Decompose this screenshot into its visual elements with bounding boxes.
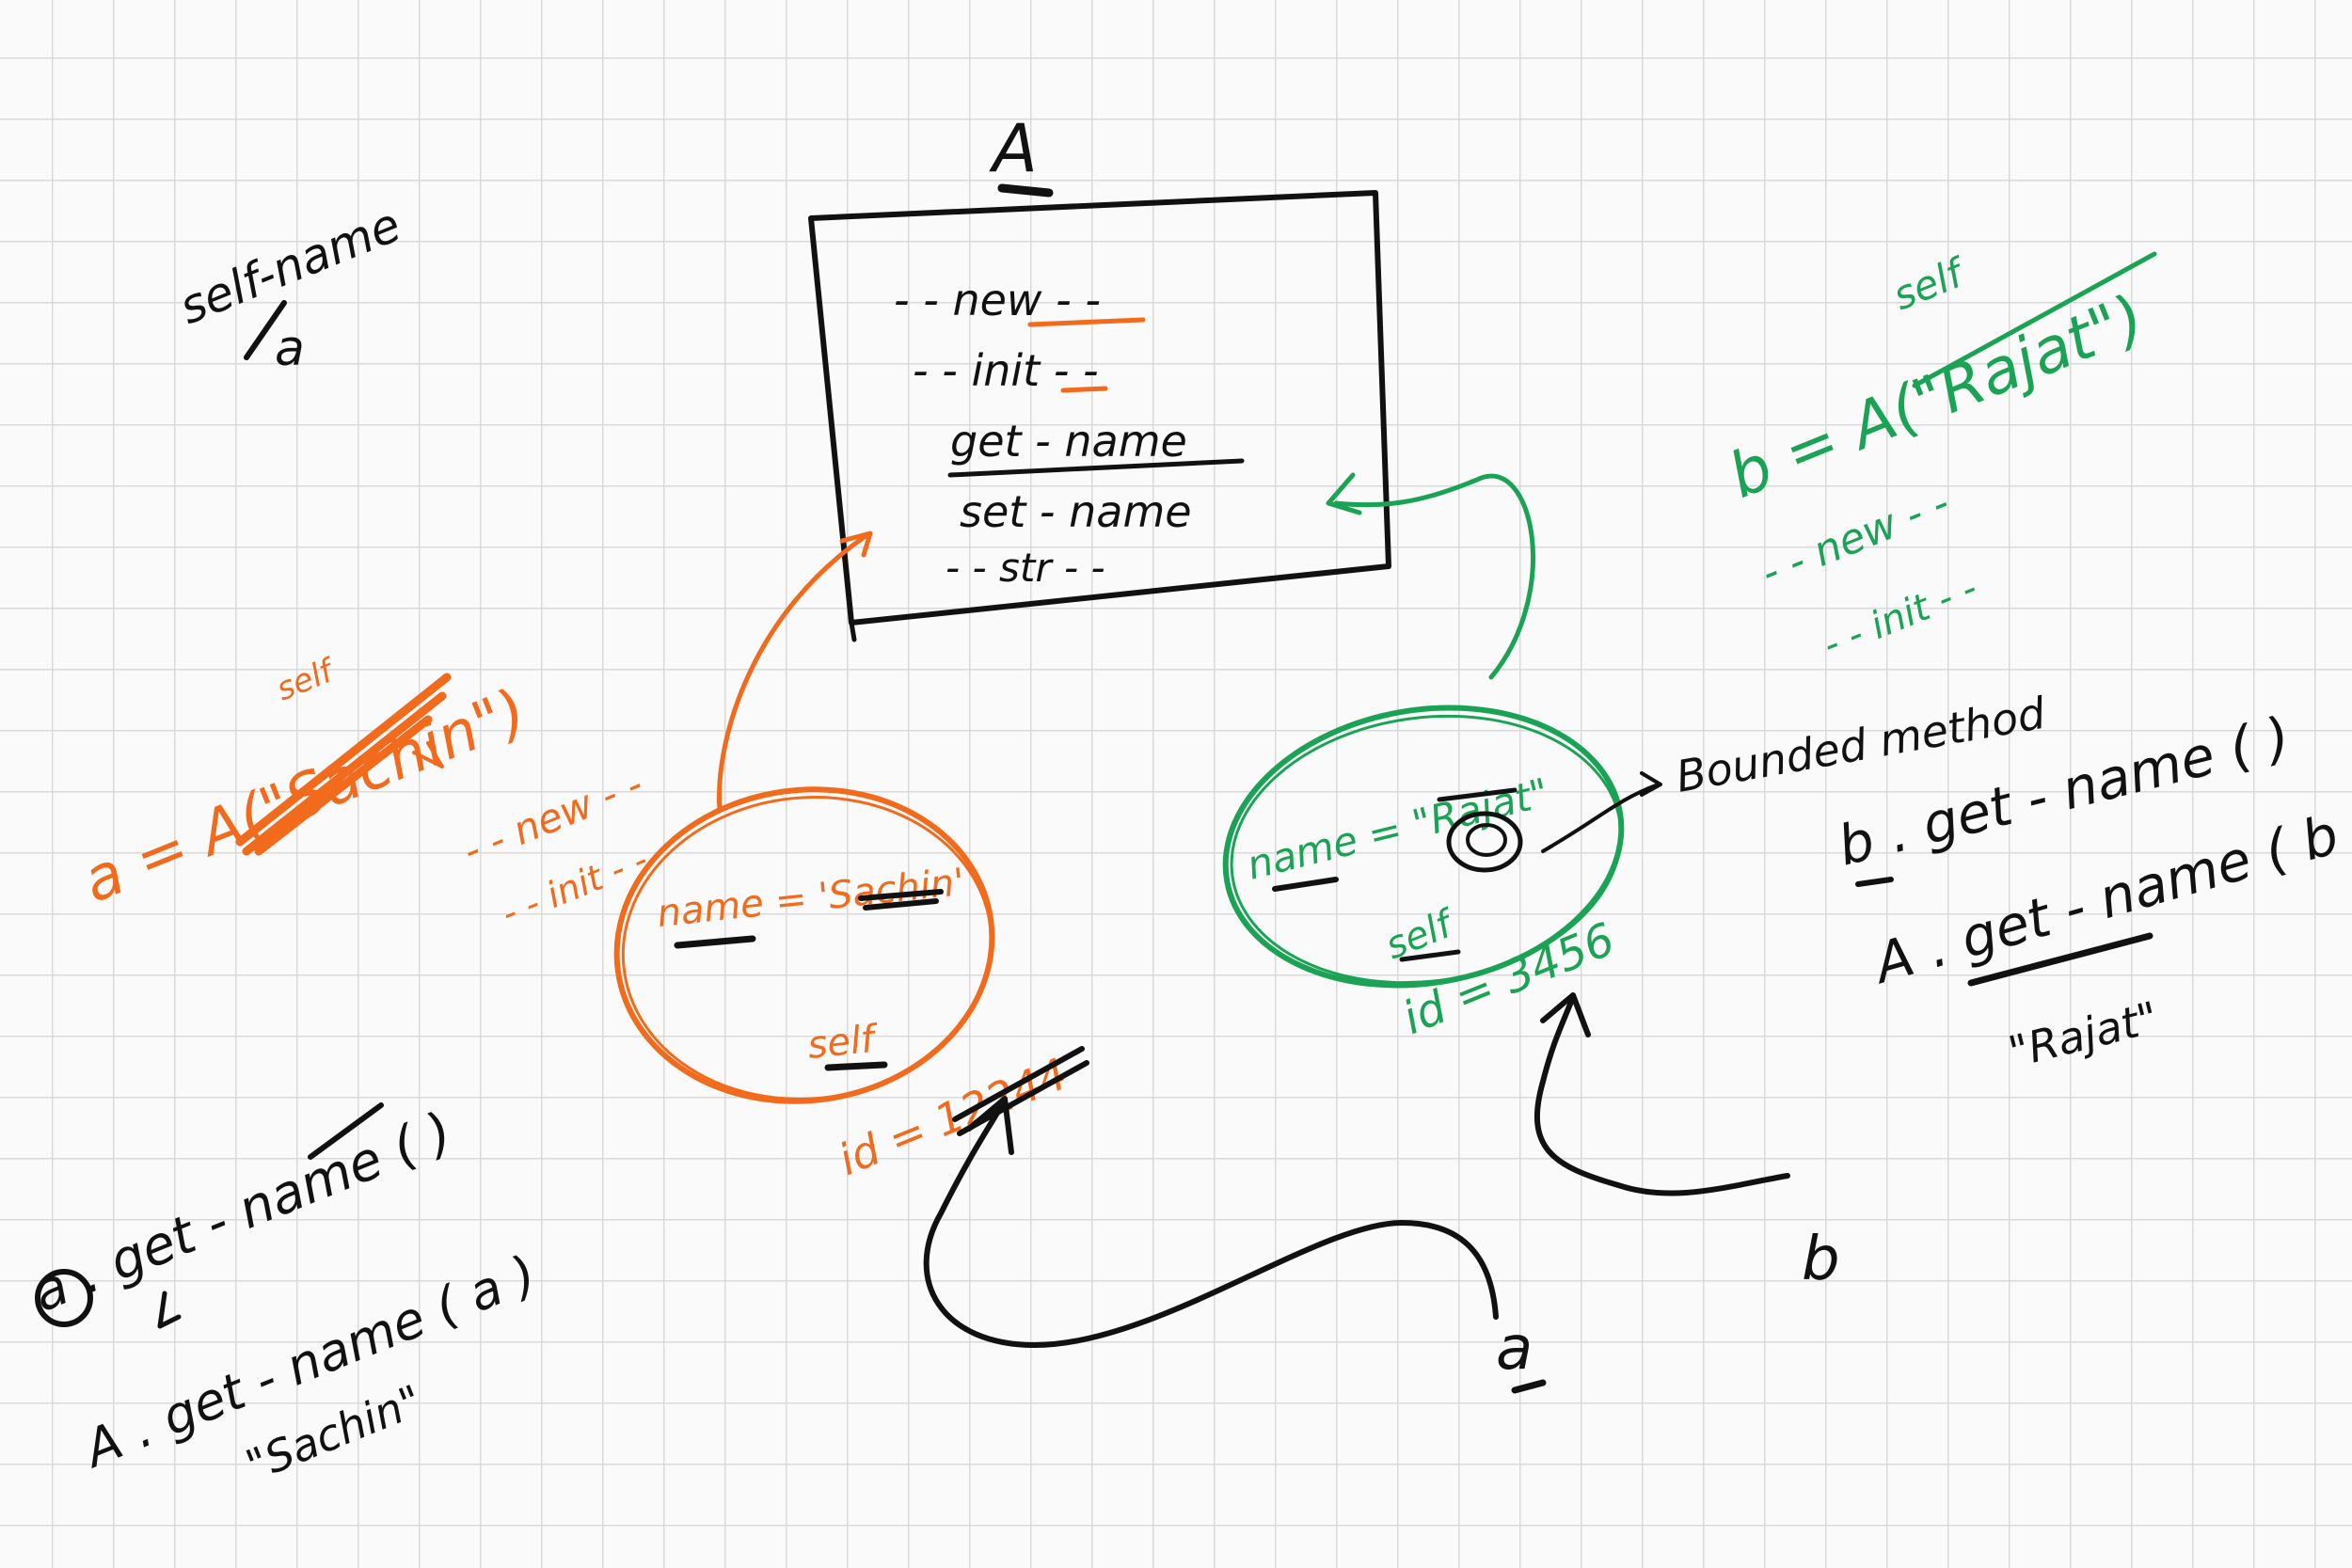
- object-a-self-label: self: [271, 651, 342, 708]
- object-b-circle-2: [1230, 714, 1623, 985]
- class-title: A: [989, 110, 1038, 187]
- object-a-constructor: a = A("Sachin"): [73, 676, 535, 917]
- bound-method-arrowhead: [1640, 771, 1662, 797]
- self-name-note: self-name a: [172, 198, 408, 377]
- object-a-circle-2: [621, 796, 993, 1101]
- reference-b-curve: [1534, 999, 1790, 1196]
- reference-a-underline: [1511, 1379, 1547, 1394]
- self-underline: [244, 300, 287, 360]
- class-box-border: [808, 190, 1391, 626]
- object-a-attribute: name = 'Sachin': [655, 861, 966, 936]
- calls-b-result: "Rajat": [2004, 991, 2164, 1077]
- class-member-set-name: set - name: [960, 486, 1192, 537]
- object-a: a = A("Sachin") self - - new - - - - ini…: [73, 531, 1089, 1185]
- object-b-inner-circle: [1446, 811, 1523, 873]
- object-b-to-class-arrow: [1333, 473, 1535, 680]
- calls-a-down-arrow: [157, 1291, 182, 1329]
- class-member-get-name: get - name: [950, 416, 1187, 467]
- class-a-box: A - - new - - - - init - - get - name se…: [808, 110, 1391, 642]
- object-b-attribute: name = "Rajat": [1243, 769, 1554, 889]
- object-a-arrow-small: [412, 741, 444, 768]
- calls-a-call1: a . get - name ( ): [24, 1101, 460, 1324]
- object-b-self-label: self: [1886, 248, 1974, 320]
- object-a-self-underline: [824, 1061, 888, 1071]
- object-a-self: self: [805, 1017, 882, 1068]
- bound-method-arrow: [1541, 784, 1658, 853]
- reference-b-label: b: [1802, 1225, 1840, 1294]
- object-a-to-class-arrow: [717, 533, 868, 812]
- new-underline: [1027, 317, 1146, 327]
- object-a-name-underline: [674, 935, 756, 949]
- reference-a-arrowhead: [966, 1096, 1014, 1155]
- object-b-self-underline: [1399, 949, 1461, 962]
- self-a-text: a: [275, 321, 305, 377]
- get-name-underline: [947, 458, 1245, 478]
- object-b-to-class-arrowhead: [1326, 472, 1362, 515]
- object-b-constructor-strike: [1912, 251, 2157, 388]
- object-b-inner-circle-2: [1466, 823, 1507, 857]
- object-a-value-underline: [858, 889, 944, 911]
- calls-a: a . get - name ( ) A . get - name ( a ) …: [24, 1101, 545, 1491]
- object-b-circle: [1222, 705, 1625, 989]
- object-b-value-underline: [1437, 787, 1518, 802]
- reference-a: a: [923, 1096, 1547, 1394]
- init-underline: [1060, 386, 1108, 393]
- object-a-circle: [613, 786, 995, 1104]
- calls-a-call1-underline: [308, 1102, 384, 1160]
- calls-b-b-underline: [1855, 877, 1894, 887]
- reference-a-curve: [923, 1102, 1499, 1348]
- self-name-text: self-name: [172, 198, 408, 335]
- class-title-underline: [997, 183, 1054, 198]
- class-box-left-tail: [849, 620, 857, 642]
- class-member-init: - - init - -: [913, 345, 1099, 396]
- object-b-constructor: b = A("Rajat"): [1719, 280, 2153, 513]
- object-b-dunder-init: - - init - -: [1818, 566, 1984, 667]
- reference-b-arrowhead: [1540, 992, 1591, 1037]
- reference-b: b: [1534, 992, 1840, 1294]
- calls-b-call2-underline: [1967, 932, 2153, 987]
- object-a-to-class-arrowhead: [839, 531, 873, 558]
- class-member-str: - - str - -: [946, 545, 1105, 591]
- object-b-name-underline: [1272, 877, 1339, 892]
- reference-a-label: a: [1496, 1314, 1533, 1384]
- call-a-circle: [35, 1269, 93, 1327]
- object-a-constructor-strike: [235, 673, 452, 856]
- class-member-new: - - new - -: [894, 275, 1101, 325]
